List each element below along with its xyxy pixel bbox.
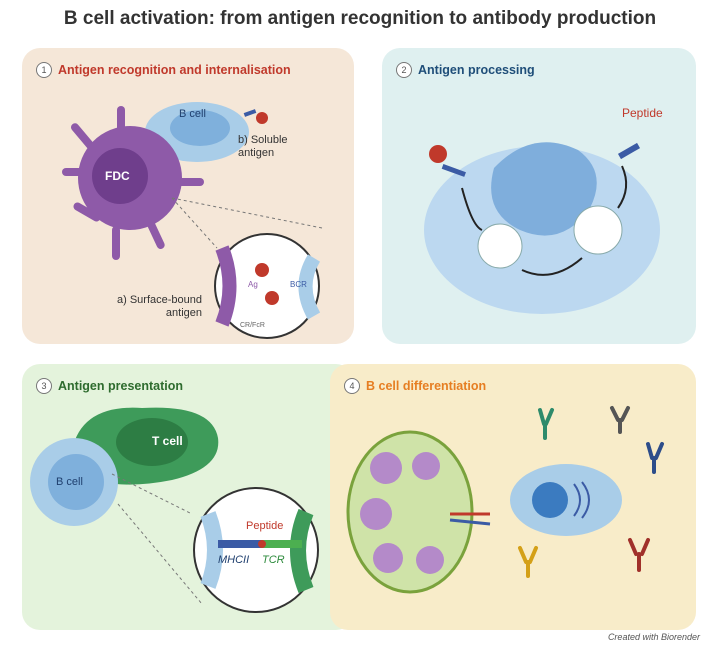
b-cell-nucleus [170, 110, 230, 146]
panel-4-heading: 4 B cell differentiation [344, 378, 486, 394]
panel-3-heading: 3 Antigen presentation [36, 378, 183, 394]
antigen-icon [265, 291, 279, 305]
fdc-label: FDC [105, 169, 130, 183]
b-cell-nucleus [48, 454, 104, 510]
tcr-label: TCR [262, 554, 285, 566]
panel-3-illustration [30, 407, 319, 613]
peptide-label: Peptide [246, 520, 284, 532]
antigen-icon [429, 145, 447, 163]
magnified-synapse [193, 487, 319, 613]
peptide-label: Peptide [622, 106, 663, 120]
plasma-cell-icon [510, 464, 622, 536]
surface-antigen-label: a) Surface-bound antigen [117, 294, 202, 319]
step-number-2: 2 [396, 62, 412, 78]
panel-4-illustration [346, 406, 664, 594]
panel-3-title: Antigen presentation [58, 379, 184, 393]
ag-label: Ag [248, 280, 258, 289]
panel-1-title: Antigen recognition and internalisation [58, 63, 291, 77]
peptide-icon [258, 540, 266, 548]
panel-antigen-presentation: 3 Antigen presentation T cell B cell Pep… [22, 364, 354, 630]
tcr-icon [262, 540, 302, 548]
panel-2-illustration [424, 142, 660, 314]
panel-2-heading: 2 Antigen processing [396, 62, 535, 78]
t-cell-nucleus [116, 418, 188, 466]
lymph-node-icon [346, 430, 491, 594]
cr-fcr-label: CR/FcR [240, 322, 265, 329]
b-cell-label: B cell [179, 108, 206, 120]
antigen-icon [255, 263, 269, 277]
page-title: B cell activation: from antigen recognit… [63, 8, 657, 29]
magnified-synapse [214, 233, 320, 339]
t-cell-label: T cell [152, 434, 183, 448]
bcr-icon [441, 164, 466, 177]
nucleus [491, 142, 597, 236]
panel-4-title: B cell differentiation [366, 379, 487, 393]
panel-antigen-recognition: 1 Antigen recognition and internalisatio… [22, 48, 354, 344]
fdc-nucleus [92, 148, 148, 204]
lysosome [573, 205, 623, 255]
panel-1-illustration [62, 102, 323, 339]
panel-b-cell-differentiation: 4 B cell differentiation [330, 364, 696, 630]
soluble-antigen-label: b) Soluble antigen [238, 134, 288, 159]
endosome [477, 223, 523, 269]
antibody-icon [518, 406, 664, 578]
mhcii-label: MHCII [218, 554, 250, 566]
step-number-4: 4 [344, 378, 360, 394]
step-number-3: 3 [36, 378, 52, 394]
step-number-1: 1 [36, 62, 52, 78]
mhcii-icon [218, 540, 262, 548]
mhc-peptide-icon [617, 142, 641, 160]
b-cell-label: B cell [56, 476, 83, 488]
soluble-antigen-icon [243, 109, 268, 124]
bcr-label: BCR [290, 280, 307, 289]
credit-text: Created with Biorender [607, 632, 700, 642]
panel-1-heading: 1 Antigen recognition and internalisatio… [36, 62, 291, 78]
panel-antigen-processing: 2 Antigen processing Peptide [382, 48, 696, 344]
panel-2-title: Antigen processing [418, 63, 535, 77]
